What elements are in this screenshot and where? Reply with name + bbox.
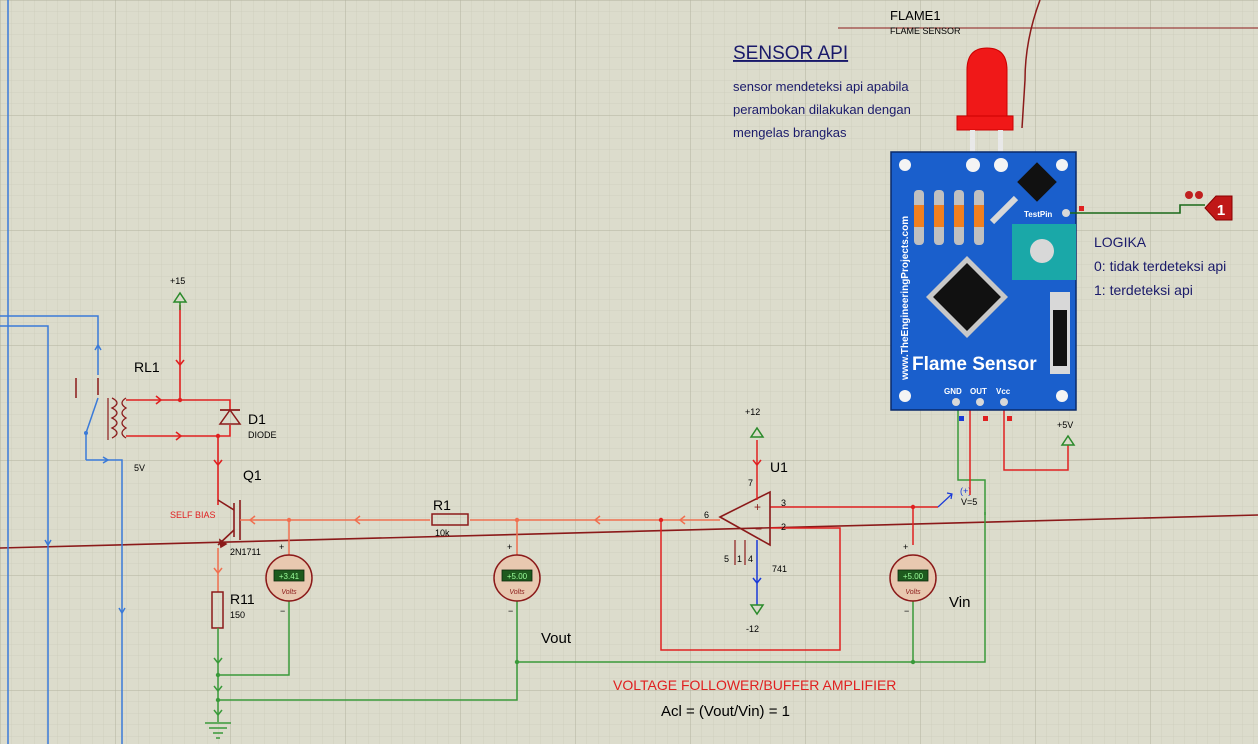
junction-dot [215, 672, 221, 678]
sensor-desc-line-2: perambokan dilakukan dengan [733, 102, 911, 117]
junction-dot [177, 397, 183, 403]
opamp-pin-3: 3 [781, 498, 786, 508]
opamp-pin-7: 7 [748, 478, 753, 488]
self-bias-label: SELF BIAS [170, 510, 216, 520]
supply-p15-symbol [172, 291, 188, 310]
flame-ref: FLAME1 [890, 8, 941, 23]
diode-ref: D1 [248, 411, 266, 427]
main-bus-wire [0, 27, 1258, 549]
diode-d1[interactable] [218, 408, 242, 425]
supply-p5-symbol [1060, 434, 1076, 446]
module-brand: www.TheEngineeringProjects.com [900, 216, 911, 381]
diode-value: DIODE [248, 430, 277, 440]
r1-value: 10k [435, 528, 450, 538]
supply-p12-label: +12 [745, 407, 760, 417]
r11-ref: R11 [230, 591, 255, 607]
module-pin-gnd: GND [944, 387, 962, 396]
ground-symbol [205, 722, 231, 739]
junction-dot [514, 659, 520, 665]
junction-dot [215, 697, 221, 703]
pin-marker [959, 416, 964, 421]
opamp-pin-2: 2 [781, 522, 786, 532]
module-testpin-label: TestPin [1024, 210, 1052, 219]
transistor-value: 2N1711 [230, 547, 261, 557]
opamp-pin-5: 5 [724, 554, 729, 564]
flame-sensor-module[interactable]: www.TheEngineeringProjects.com Flame Sen… [890, 151, 1077, 411]
flame-led[interactable] [956, 47, 1014, 172]
blue-wires [0, 0, 126, 744]
logic-title: LOGIKA [1094, 234, 1147, 250]
module-title: Flame Sensor [912, 354, 1037, 375]
flame-antenna-wire [1021, 0, 1041, 129]
supply-m12-symbol [749, 604, 765, 616]
supply-p5-label: +5V [1057, 420, 1073, 430]
voltmeter-1[interactable]: +3.41 Volts + − [265, 520, 313, 616]
voltmeter-2[interactable]: +5.00 Volts + − [493, 520, 541, 616]
svg-text:−: − [904, 606, 909, 616]
svg-text:+: + [754, 500, 761, 514]
relay-ref: RL1 [134, 359, 160, 375]
opamp-u1[interactable]: + − [718, 440, 771, 605]
voltage-probe[interactable]: (+) [937, 486, 971, 508]
pin-marker [983, 416, 988, 421]
logic-line-1: 1: terdeteksi api [1094, 282, 1193, 298]
svg-text:−: − [755, 522, 762, 536]
logic-line-0: 0: tidak terdeteksi api [1094, 258, 1226, 274]
transistor-q1[interactable] [217, 499, 241, 549]
logic-terminal-label: 1 [1217, 202, 1225, 219]
opamp-ref: U1 [770, 459, 788, 475]
supply-p12-symbol [749, 426, 765, 438]
opamp-pin-1: 1 [737, 554, 742, 564]
flame-name: FLAME SENSOR [890, 26, 961, 36]
svg-text:−: − [508, 606, 513, 616]
sensor-desc-line-1: sensor mendeteksi api apabila [733, 79, 909, 94]
logic-terminal[interactable]: 1 [1185, 191, 1233, 221]
sensor-desc-line-3: mengelas brangkas [733, 125, 847, 140]
orange-signal-wire [213, 515, 720, 592]
gain-formula: Acl = (Vout/Vin) = 1 [661, 703, 790, 720]
voltmeter-3-unit: Volts [905, 589, 921, 596]
voltmeter-3-reading: +5.00 [903, 572, 924, 581]
voltmeter-1-unit: Volts [281, 589, 297, 596]
red-wires-relay [126, 305, 231, 505]
module-diode [1053, 310, 1067, 366]
r11-value: 150 [230, 610, 245, 620]
red-wires-module [969, 405, 1069, 495]
pin-marker [1007, 416, 1012, 421]
supply-p15-label: +15 [170, 276, 185, 286]
svg-text:+: + [507, 542, 512, 552]
resistor-array [914, 190, 984, 245]
voltmeter-3[interactable]: +5.00 Volts + − [889, 542, 937, 616]
supply-m12-label: -12 [746, 624, 759, 634]
sensor-title: SENSOR API [733, 43, 848, 64]
chip-main [933, 263, 1001, 331]
vin-label: Vin [949, 594, 970, 611]
vout-label: Vout [541, 630, 572, 647]
r1-ref: R1 [433, 497, 451, 513]
opamp-value: 741 [772, 564, 787, 574]
opamp-pin-6: 6 [704, 510, 709, 520]
relay-value: 5V [134, 463, 145, 473]
svg-text:+: + [903, 542, 908, 552]
junction-dot [910, 659, 916, 665]
junction-dot [910, 504, 916, 510]
voltmeter-1-reading: +3.41 [279, 572, 300, 581]
module-pin-vcc: Vcc [996, 387, 1011, 396]
svg-text:(+): (+) [960, 486, 971, 496]
transistor-ref: Q1 [243, 467, 262, 483]
svg-text:−: − [280, 606, 285, 616]
junction-dot [215, 433, 221, 439]
voltmeter-2-reading: +5.00 [507, 572, 528, 581]
probe-label: V=5 [961, 497, 977, 507]
module-pin-out: OUT [970, 387, 987, 396]
resistor-r1[interactable] [431, 513, 469, 526]
opamp-pin-4: 4 [748, 554, 753, 564]
logic-wire [1070, 204, 1205, 214]
follower-title: VOLTAGE FOLLOWER/BUFFER AMPLIFIER [613, 677, 896, 693]
svg-text:+: + [279, 542, 284, 552]
voltmeter-2-unit: Volts [509, 589, 525, 596]
relay-rl1[interactable] [75, 378, 128, 460]
